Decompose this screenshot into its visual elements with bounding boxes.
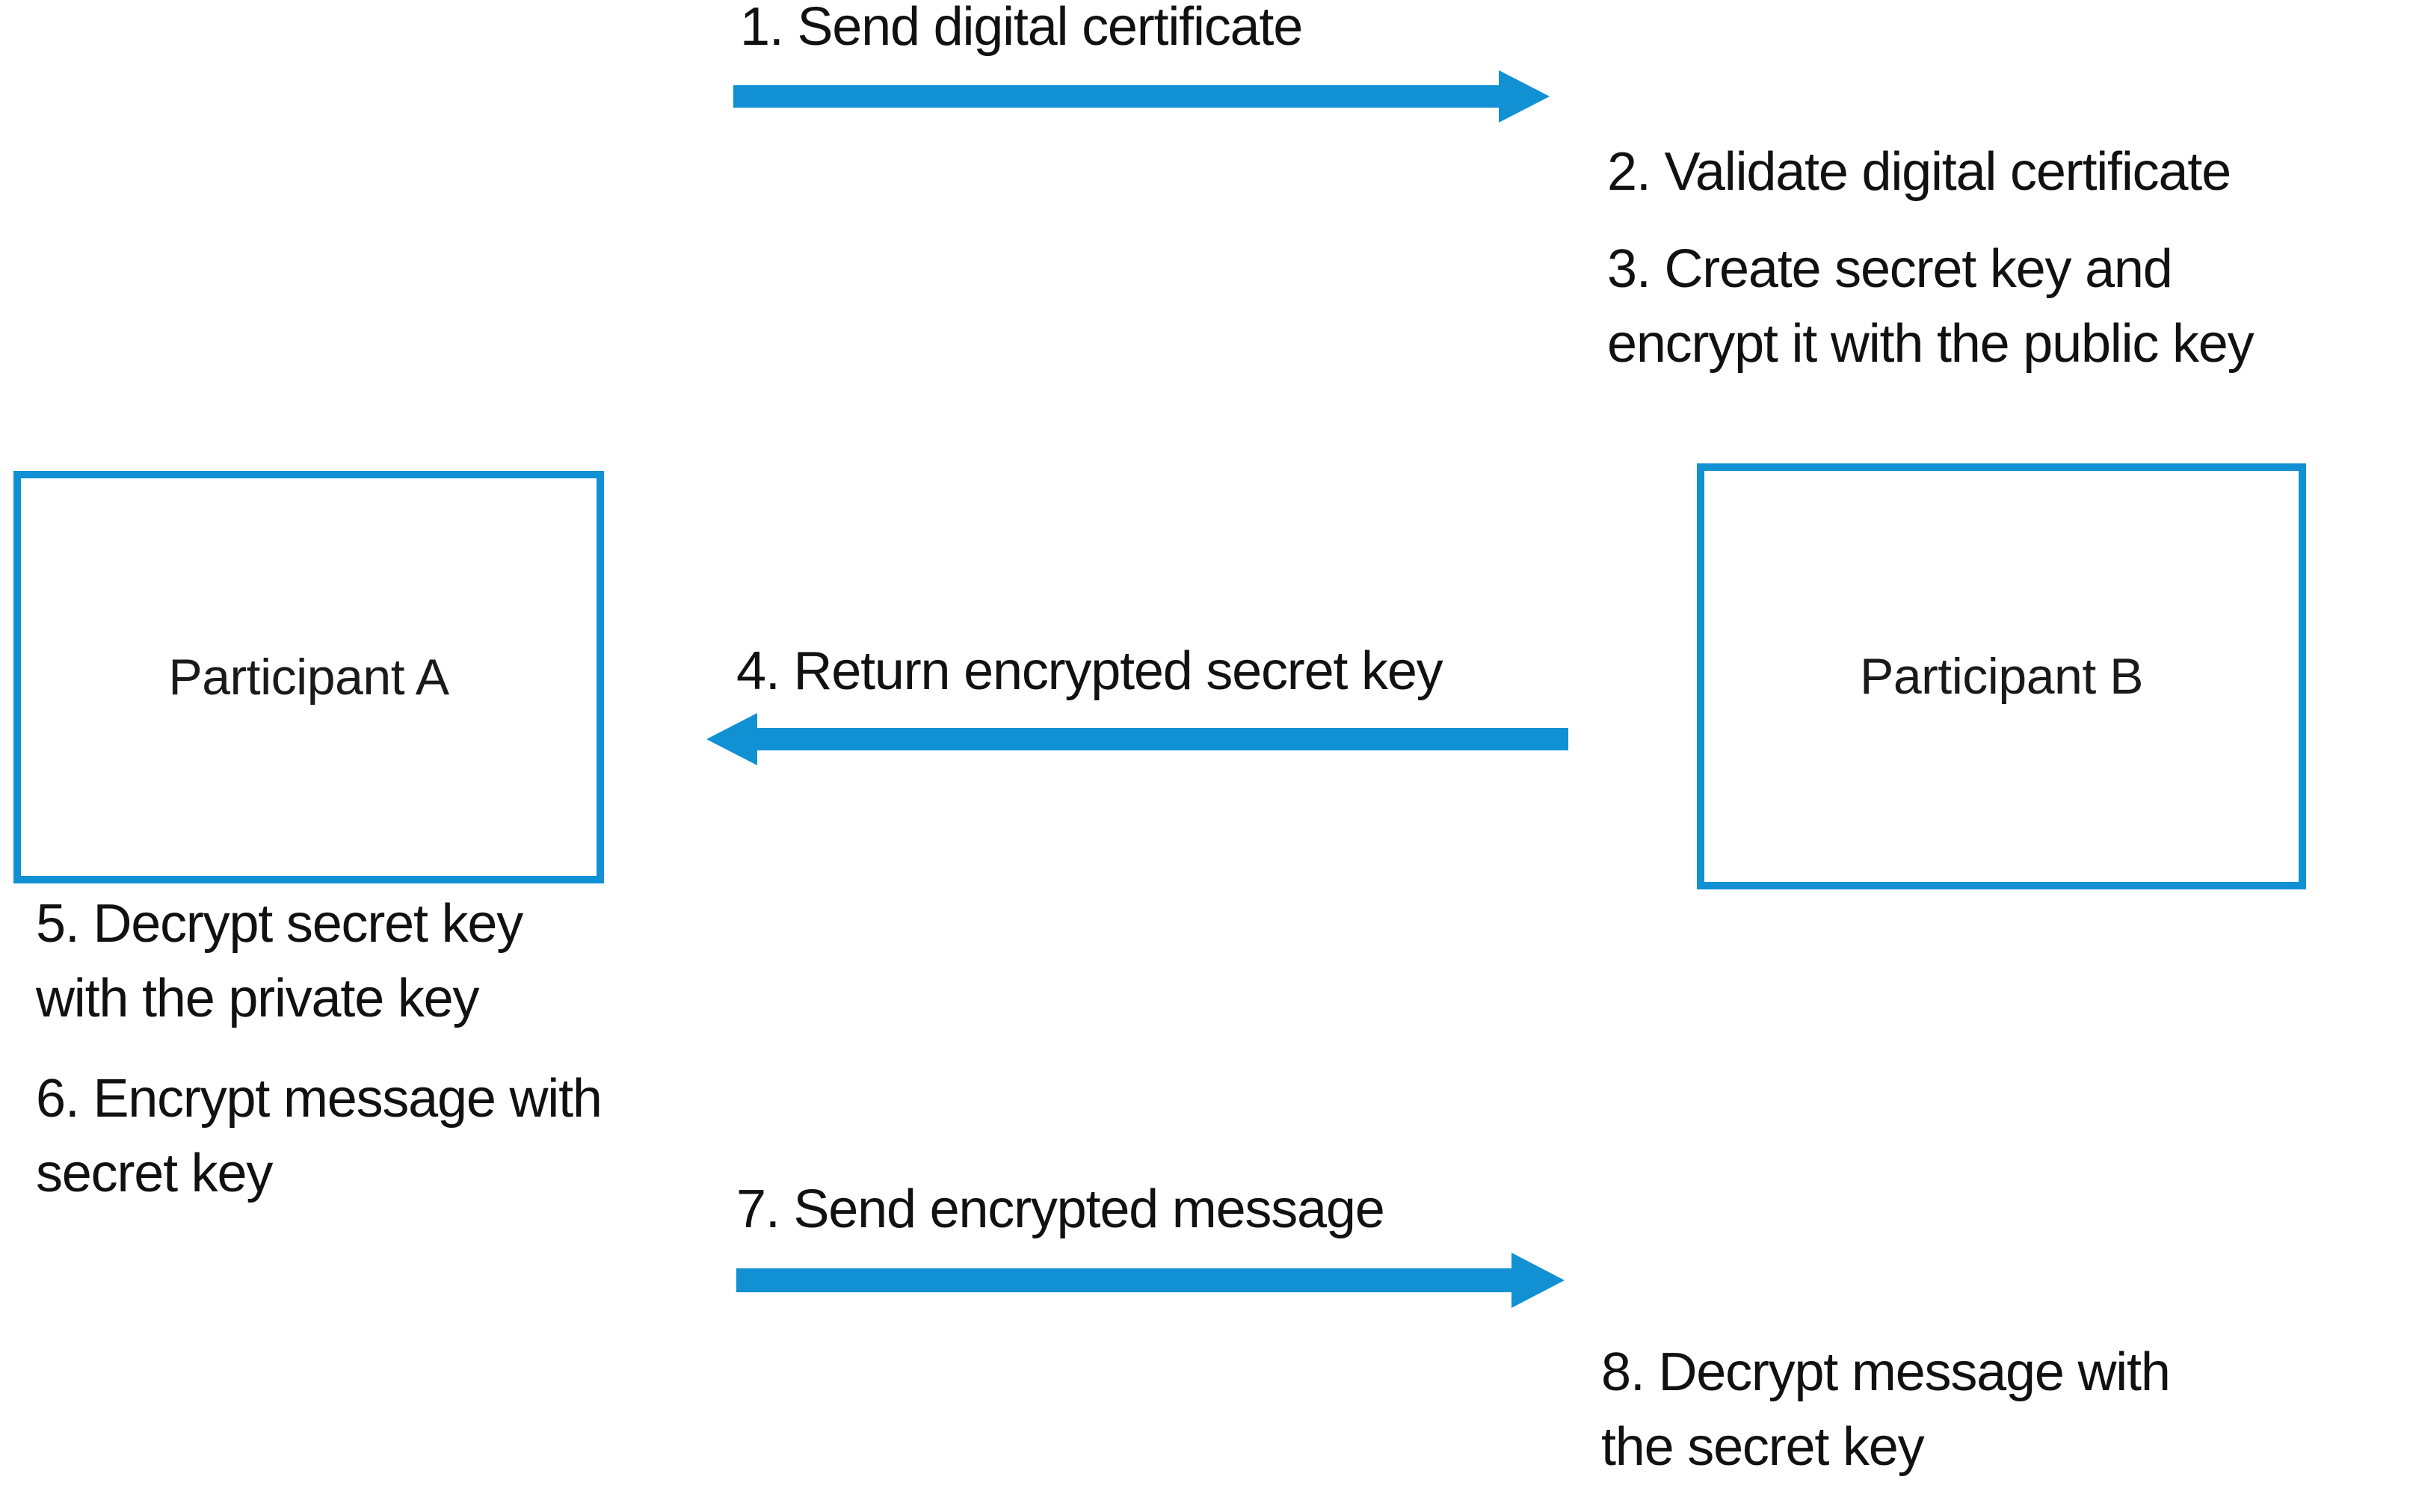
step-1-label: 1. Send digital certificate	[740, 0, 1303, 57]
participant-a-box[interactable]: Participant A	[13, 471, 604, 883]
step-8-note: 8. Decrypt message with the secret key	[1601, 1342, 2171, 1477]
arrow-left-icon	[706, 713, 1568, 765]
participant-b-box[interactable]: Participant B	[1697, 463, 2306, 889]
step-4-label: 4. Return encrypted secret key	[736, 641, 1443, 701]
arrow-7-send-encrypted-message	[733, 1250, 1574, 1311]
arrow-4-return-encrypted-secret-key	[703, 710, 1574, 768]
arrow-right-icon	[736, 1253, 1565, 1308]
step-5-note: 5. Decrypt secret key with the private k…	[36, 894, 523, 1028]
step-3-note: 3. Create secret key and encrypt it with…	[1607, 239, 2255, 374]
step-6-note: 6. Encrypt message with secret key	[36, 1069, 602, 1203]
step-2-note: 2. Validate digital certificate	[1607, 142, 2231, 202]
participant-b-label: Participant B	[1859, 648, 2144, 705]
participant-a-label: Participant A	[168, 649, 449, 706]
arrow-1-send-digital-certificate	[729, 67, 1559, 127]
step-7-label: 7. Send encrypted message	[736, 1179, 1385, 1239]
arrow-right-icon	[733, 70, 1550, 123]
